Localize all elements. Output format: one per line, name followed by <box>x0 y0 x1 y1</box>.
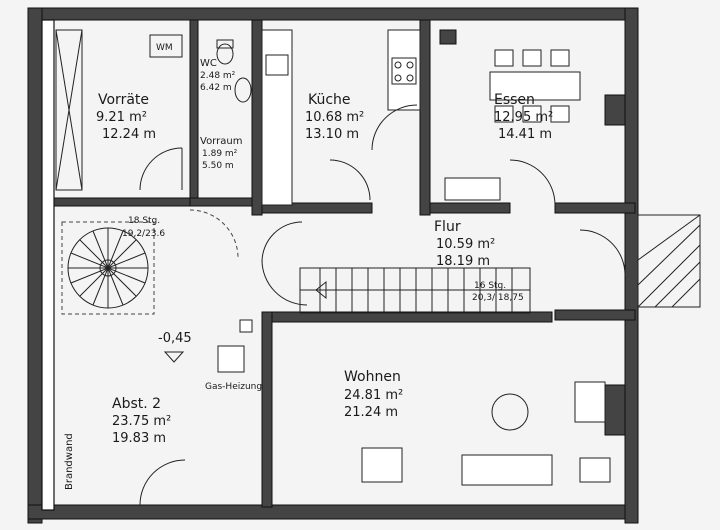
room-name: Vorraum <box>200 136 242 147</box>
room-abst: 18 Stg. 19,2/23.6 -0,45 Gas-Heizung Abst… <box>64 216 262 490</box>
room-area: 10.68 m² <box>305 110 364 125</box>
level-triangle-icon <box>163 351 185 363</box>
room-name: Abst. 2 <box>112 396 161 412</box>
room-vorraete: Vorräte 9.21 m² 12.24 m WM <box>96 43 173 142</box>
room-area: 10.59 m² <box>436 237 495 252</box>
spiral-ratio-label: 19,2/23.6 <box>122 229 165 239</box>
room-perimeter: 21.24 m <box>344 405 398 420</box>
room-perimeter: 6.42 m <box>200 83 232 93</box>
room-perimeter: 5.50 m <box>202 161 234 171</box>
gas-heating-label: Gas-Heizung <box>205 382 262 392</box>
spiral-stair <box>61 221 155 315</box>
room-area: 2.48 m² <box>200 71 236 81</box>
interior-walls <box>53 19 636 508</box>
stair-steps-label: 16 Stg. <box>474 281 506 291</box>
room-area: 9.21 m² <box>96 110 147 125</box>
room-name: WC <box>200 58 217 69</box>
room-name: Flur <box>434 219 461 235</box>
room-name: Wohnen <box>344 369 401 385</box>
spiral-steps-label: 18 Stg. <box>128 216 160 226</box>
room-perimeter: 12.24 m <box>102 127 156 142</box>
room-name: Essen <box>494 92 535 108</box>
room-flur: Flur 10.59 m² 18.19 m 16 Stg. 20,3/ 18,7… <box>434 219 524 303</box>
living-furniture <box>217 319 611 486</box>
entrance-stair <box>637 214 701 308</box>
straight-stair <box>299 267 531 314</box>
door-swings <box>139 104 626 506</box>
wc-fixtures <box>216 39 252 103</box>
room-perimeter: 14.41 m <box>498 127 552 142</box>
dining-table <box>444 49 581 201</box>
room-vorraum: Vorraum 1.89 m² 5.50 m <box>200 136 242 171</box>
stair-ratio-label: 20,3/ 18,75 <box>472 293 524 303</box>
room-wohnen: Wohnen 24.81 m² 21.24 m <box>344 369 403 420</box>
room-kueche: Küche 10.68 m² 13.10 m <box>305 92 364 142</box>
room-name: Vorräte <box>98 92 149 108</box>
room-area: 23.75 m² <box>112 414 171 429</box>
room-wc: WC 2.48 m² 6.42 m <box>200 58 236 93</box>
room-perimeter: 18.19 m <box>436 254 490 269</box>
level-label: -0,45 <box>158 331 192 346</box>
kitchen-counters <box>261 29 421 206</box>
room-perimeter: 19.83 m <box>112 431 166 446</box>
room-perimeter: 13.10 m <box>305 127 359 142</box>
room-area: 12.95 m² <box>494 110 553 125</box>
room-essen: Essen 12.95 m² 14.41 m <box>494 92 553 142</box>
brandwand-label: Brandwand <box>64 433 75 490</box>
room-area: 1.89 m² <box>202 149 238 159</box>
room-area: 24.81 m² <box>344 388 403 403</box>
storage-shelves <box>55 29 183 191</box>
room-name: Küche <box>308 92 351 108</box>
wm-label: WM <box>156 43 173 53</box>
